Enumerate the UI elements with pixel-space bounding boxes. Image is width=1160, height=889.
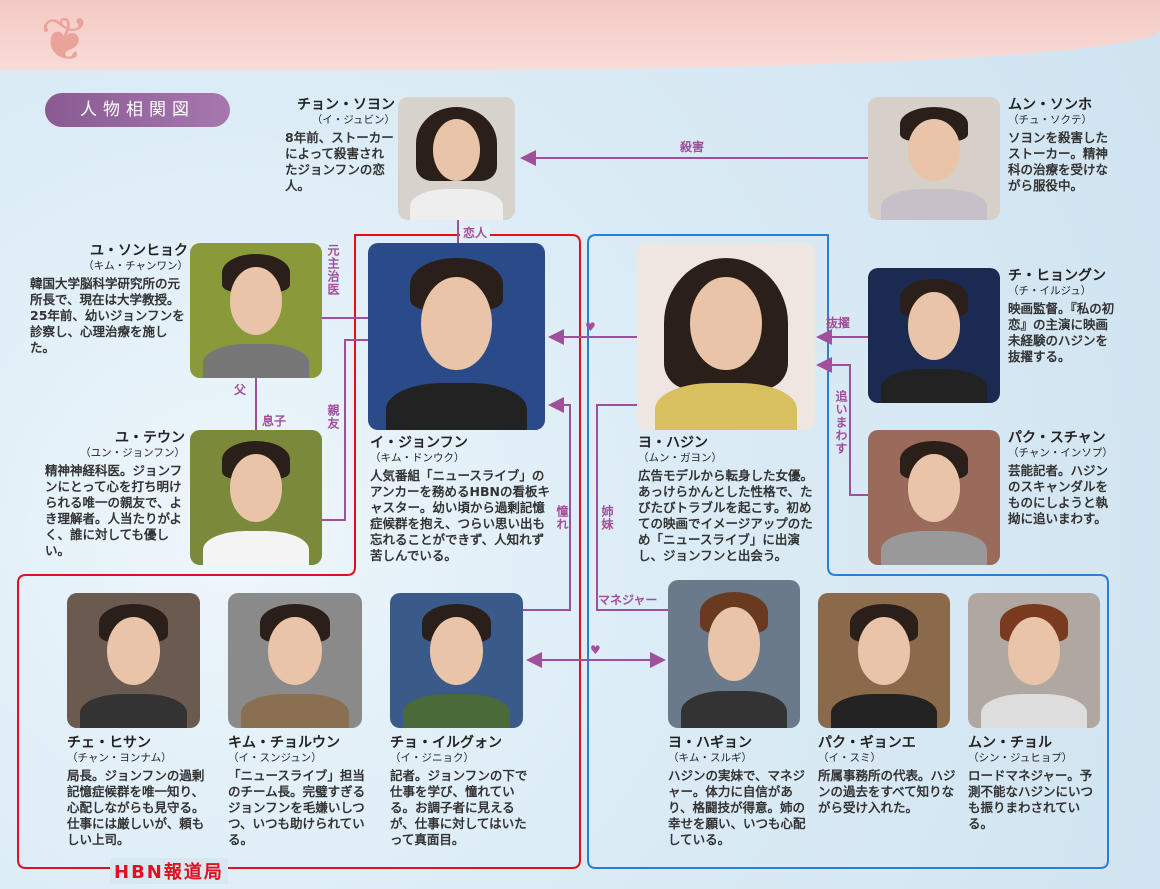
character-desc: 「ニュースライブ」担当のチーム長。完璧すぎるジョンフンを毛嫌いしつつ、いつも助け…: [228, 768, 366, 847]
relation-best-friend: 親友: [326, 404, 340, 430]
character-name: ヨ・ハギョン: [668, 735, 752, 751]
character-name: キム・チョルウン: [228, 735, 340, 751]
character-desc: ソヨンを殺害したストーカー。精神科の治療を受けながら服役中。: [1008, 130, 1109, 193]
character-sonhyok: ユ・ソンヒョク （キム・チャンワン） 韓国大学脳科学研究所の元所長で、現在は大学…: [30, 243, 188, 356]
actor-name: （シン・ジュヒョプ）: [968, 752, 1073, 764]
character-name: パク・スチャン: [1008, 430, 1106, 446]
character-chol: ムン・チョル （シン・ジュヒョプ） ロードマネジャー。予測不能なハジンにいつも振…: [968, 735, 1103, 832]
photo-soyon: [398, 97, 515, 220]
relation-former-doctor: 元主治医: [326, 244, 340, 296]
relation-manager: マネジャー: [598, 593, 658, 607]
actor-name: （イ・ジュビン）: [311, 114, 395, 126]
heart-icon: ♥: [585, 320, 596, 334]
hbn-group-border: [17, 234, 581, 869]
page-title: 人物相関図: [45, 93, 230, 127]
character-name: チ・ヒョングン: [1008, 268, 1106, 284]
character-desc: ロードマネジャー。予測不能なハジンにいつも振りまわされている。: [968, 768, 1094, 831]
friend-line: [322, 339, 368, 521]
character-desc: 所属事務所の代表。ハジンの過去をすべて知りながら受け入れた。: [818, 768, 956, 815]
character-desc: 記者。ジョンフンの下で仕事を学び、憧れている。お調子者に見えるが、仕事に対しては…: [390, 768, 528, 847]
character-hisan: チェ・ヒサン （チャン・ヨンナム） 局長。ジョンフンの過剰記憶症候群を唯一知り、…: [67, 735, 207, 848]
actor-name: （チュ・ソクテ）: [1008, 114, 1092, 126]
relation-father: 父: [234, 383, 247, 397]
photo-sonhyok: [190, 243, 322, 378]
character-name: ヨ・ハジン: [638, 435, 708, 451]
decorative-swirl-icon: ❦: [40, 5, 91, 75]
character-name: チョン・ソヨン: [297, 97, 395, 113]
actor-name: （ムン・ガヨン）: [638, 452, 722, 464]
character-suchan: パク・スチャン （チャン・インソプ） 芸能記者。ハジンのスキャンダルをものにしよ…: [1008, 430, 1118, 527]
actor-name: （チャン・ヨンナム）: [67, 752, 172, 764]
heart-icon: ♥: [590, 643, 601, 657]
agency-group-border: [587, 234, 1109, 869]
character-desc: 韓国大学脳科学研究所の元所長で、現在は大学教授。25年前、幼いジョンフンを診察し…: [30, 276, 185, 355]
photo-gyone: [818, 593, 950, 728]
photo-jonghun: [368, 243, 545, 430]
photo-hagyon: [668, 580, 800, 728]
actor-name: （ユン・ジョンフン）: [80, 447, 185, 459]
actor-name: （チ・イルジュ）: [1008, 285, 1092, 297]
photo-teun: [190, 430, 322, 565]
relation-chase: 追いまわす: [834, 390, 848, 455]
character-name: ユ・テウン: [115, 430, 185, 446]
character-desc: 広告モデルから転身した女優。あっけらかんとした性格で、たびたびトラブルを起こす。…: [638, 468, 814, 563]
character-name: ムン・チョル: [968, 735, 1052, 751]
character-soyon: チョン・ソヨン （イ・ジュビン） 8年前、ストーカーによって殺害されたジョンフン…: [285, 97, 395, 194]
character-desc: 芸能記者。ハジンのスキャンダルをものにしようと執拗に追いまわす。: [1008, 463, 1109, 526]
photo-suchan: [868, 430, 1000, 565]
character-desc: 映画監督。『私の初恋』の主演に映画未経験のハジンを抜擢する。: [1008, 301, 1115, 364]
admire-arrow: [523, 397, 571, 611]
character-cholun: キム・チョルウン （イ・スンジュン） 「ニュースライブ」担当のチーム長。完璧すぎ…: [228, 735, 368, 848]
character-desc: 人気番組「ニュースライブ」のアンカーを務めるHBNの看板キャスター。幼い頃から過…: [370, 468, 550, 563]
character-ilgwon: チョ・イルグォン （イ・ジニョク） 記者。ジョンフンの下で仕事を学び、憧れている…: [390, 735, 530, 848]
relation-murder: 殺害: [680, 140, 705, 154]
actor-name: （イ・ジニョク）: [390, 752, 474, 764]
character-sonho: ムン・ソンホ （チュ・ソクテ） ソヨンを殺害したストーカー。精神科の治療を受けな…: [1008, 97, 1118, 194]
photo-sonho: [868, 97, 1000, 220]
actor-name: （チャン・インソプ）: [1008, 447, 1113, 459]
relation-lover: 恋人: [460, 226, 491, 240]
relation-son: 息子: [262, 414, 287, 428]
chase-arrow: [816, 357, 868, 496]
photo-hajin: [637, 243, 815, 430]
photo-chol: [968, 593, 1100, 728]
relation-sisters: 姉妹: [600, 505, 614, 531]
character-name: ユ・ソンヒョク: [90, 243, 188, 259]
actor-name: （キム・スルギ）: [668, 752, 752, 764]
photo-hisan: [67, 593, 200, 728]
actor-name: （イ・スンジュン）: [228, 752, 322, 764]
photo-ilgwon: [390, 593, 523, 728]
character-name: チェ・ヒサン: [67, 735, 151, 751]
character-name: ムン・ソンホ: [1008, 97, 1092, 113]
relation-admire: 憧れ: [555, 505, 569, 531]
character-desc: ハジンの実妹で、マネジャー。体力に自信があり、格闘技が得意。姉の幸せを願い、いつ…: [668, 768, 806, 847]
character-name: パク・ギョンエ: [818, 735, 916, 751]
photo-hyongun: [868, 268, 1000, 403]
relation-scouted: 抜擢: [826, 316, 851, 330]
character-teun: ユ・テウン （ユン・ジョンフン） 精神神経科医。ジョンフンにとって心を打ち明けら…: [45, 430, 185, 559]
actor-name: （イ・スミ）: [818, 752, 881, 764]
character-name: チョ・イルグォン: [390, 735, 502, 751]
group-label-hbn: HBN報道局: [110, 858, 228, 884]
character-desc: 局長。ジョンフンの過剰記憶症候群を唯一知り、心配しながらも見守る。仕事には厳しい…: [67, 768, 205, 847]
character-name: イ・ジョンフン: [370, 435, 468, 451]
character-hajin: ヨ・ハジン （ムン・ガヨン） 広告モデルから転身した女優。あっけらかんとした性格…: [638, 435, 823, 564]
sisters-line: [596, 404, 668, 611]
photo-cholun: [228, 593, 362, 728]
character-gyone: パク・ギョンエ （イ・スミ） 所属事務所の代表。ハジンの過去をすべて知りながら受…: [818, 735, 963, 816]
actor-name: （キム・ドンウク）: [370, 452, 465, 464]
actor-name: （キム・チャンワン）: [83, 260, 188, 272]
character-hyongun: チ・ヒョングン （チ・イルジュ） 映画監督。『私の初恋』の主演に映画未経験のハジ…: [1008, 268, 1118, 365]
character-hagyon: ヨ・ハギョン （キム・スルギ） ハジンの実妹で、マネジャー。体力に自信があり、格…: [668, 735, 813, 848]
character-jonghun: イ・ジョンフン （キム・ドンウク） 人気番組「ニュースライブ」のアンカーを務める…: [370, 435, 555, 564]
character-desc: 8年前、ストーカーによって殺害されたジョンフンの恋人。: [285, 130, 394, 193]
character-desc: 精神神経科医。ジョンフンにとって心を打ち明けられる唯一の親友で、よき理解者。人当…: [45, 463, 183, 558]
